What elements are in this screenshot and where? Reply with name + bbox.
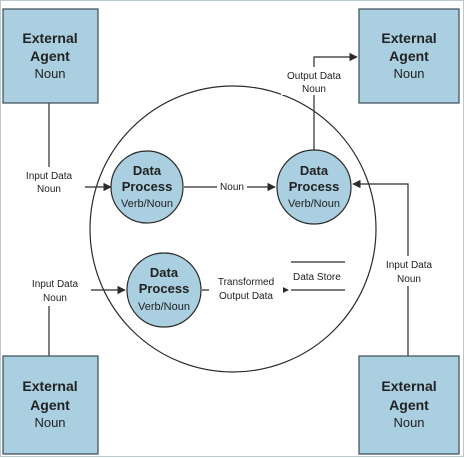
agent-box bbox=[358, 8, 460, 104]
label-mask bbox=[281, 67, 347, 95]
external-agent-bottom-left[interactable]: External Agent Noun bbox=[2, 355, 99, 455]
agent-noun: Noun bbox=[393, 66, 424, 81]
process-circle bbox=[126, 252, 202, 328]
system-boundary bbox=[89, 85, 377, 373]
agent-title-line2: Agent bbox=[389, 397, 429, 413]
flow-label-input-bottom-left-line1: Input Data bbox=[32, 279, 79, 290]
agent-title-line1: External bbox=[381, 30, 436, 46]
flow-label-input-top-left-line1: Input Data bbox=[26, 171, 73, 182]
data-store-label: Data Store bbox=[293, 272, 341, 283]
flow-label-transformed-line2: Output Data bbox=[219, 291, 273, 302]
process-title-line2: Process bbox=[122, 179, 173, 194]
agent-box bbox=[2, 8, 99, 104]
agent-noun: Noun bbox=[393, 415, 424, 430]
agent-title-line1: External bbox=[381, 378, 436, 394]
process-title-line1: Data bbox=[150, 265, 179, 280]
data-store[interactable]: Data Store bbox=[291, 261, 345, 291]
agent-title-line1: External bbox=[22, 30, 77, 46]
flow-label-between-processes: Noun bbox=[220, 182, 244, 193]
process-sub: Verb/Noun bbox=[288, 198, 340, 210]
process-title-line1: Data bbox=[133, 163, 162, 178]
process-title-line1: Data bbox=[300, 163, 329, 178]
label-mask bbox=[13, 167, 85, 195]
agent-title-line2: Agent bbox=[30, 48, 70, 64]
data-process-bottom[interactable]: Data Process Verb/Noun bbox=[126, 252, 202, 328]
process-circle bbox=[110, 150, 184, 224]
agent-noun: Noun bbox=[34, 66, 65, 81]
label-mask bbox=[209, 274, 283, 304]
process-title-line2: Process bbox=[139, 281, 190, 296]
agent-box bbox=[358, 355, 460, 455]
data-process-top-right[interactable]: Data Process Verb/Noun bbox=[276, 149, 352, 225]
flow-label-output-top-line1: Output Data bbox=[287, 71, 341, 82]
data-process-top-left[interactable]: Data Process Verb/Noun bbox=[110, 150, 184, 224]
external-agent-bottom-right[interactable]: External Agent Noun bbox=[358, 355, 460, 455]
external-agent-top-left[interactable]: External Agent Noun bbox=[2, 8, 99, 104]
agent-title-line2: Agent bbox=[389, 48, 429, 64]
process-circle bbox=[276, 149, 352, 225]
process-sub: Verb/Noun bbox=[138, 301, 190, 313]
flow-label-input-top-left-line2: Noun bbox=[37, 184, 61, 195]
process-sub: Verb/Noun bbox=[121, 198, 173, 210]
label-mask bbox=[217, 180, 247, 194]
flow-output-top bbox=[313, 52, 358, 150]
agent-noun: Noun bbox=[34, 415, 65, 430]
agent-box bbox=[2, 355, 99, 455]
label-mask bbox=[379, 256, 439, 286]
agent-title-line1: External bbox=[22, 378, 77, 394]
flow-label-input-bottom-left-line2: Noun bbox=[43, 293, 67, 304]
flow-label-input-right-line1: Input Data bbox=[386, 260, 433, 271]
agent-title-line2: Agent bbox=[30, 397, 70, 413]
flow-input-right bbox=[352, 179, 409, 356]
flow-label-input-right-line2: Noun bbox=[397, 274, 421, 285]
process-title-line2: Process bbox=[289, 179, 340, 194]
external-agent-top-right[interactable]: External Agent Noun bbox=[358, 8, 460, 104]
label-mask bbox=[19, 276, 91, 306]
flow-label-transformed-line1: Transformed bbox=[218, 277, 274, 288]
flow-label-output-top-line2: Noun bbox=[302, 84, 326, 95]
